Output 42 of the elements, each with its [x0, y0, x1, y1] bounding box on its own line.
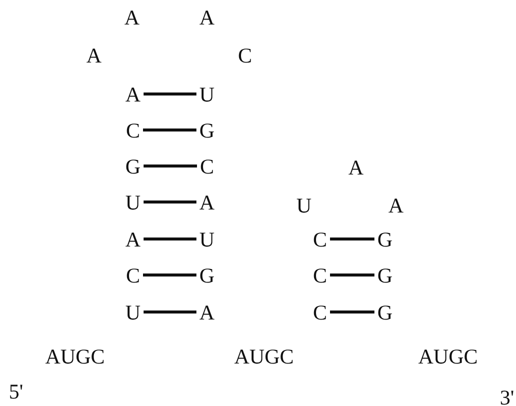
- sequence-label: A: [124, 8, 140, 28]
- base-pair-bond: [143, 274, 196, 276]
- sequence-label: AUGC: [45, 346, 105, 368]
- base-pair-bond: [144, 200, 196, 204]
- nucleotide-base: G: [196, 120, 218, 142]
- nucleotide-base: A: [122, 230, 144, 250]
- nucleotide-base: G: [374, 230, 396, 250]
- base-pair-bond: [143, 128, 196, 132]
- nucleotide-base: C: [123, 120, 143, 142]
- sequence-label: 5': [8, 382, 24, 402]
- nucleotide-base: C: [310, 302, 330, 324]
- sequence-label: U: [296, 196, 312, 216]
- nucleotide-base: A: [196, 192, 218, 214]
- nucleotide-base: G: [374, 302, 396, 324]
- nucleotide-base: C: [123, 266, 143, 286]
- nucleotide-base: U: [196, 84, 218, 106]
- nucleotide-base: U: [122, 192, 144, 214]
- base-pair-bond: [144, 238, 196, 240]
- sequence-label: A: [388, 196, 404, 216]
- nucleotide-base: U: [196, 230, 218, 250]
- sequence-label: AUGC: [418, 346, 478, 368]
- base-pair-bond: [144, 164, 197, 168]
- sequence-label: A: [348, 158, 364, 178]
- nucleotide-base: G: [196, 266, 218, 286]
- nucleotide-base: C: [310, 230, 330, 250]
- base-pair-bond: [144, 92, 196, 96]
- sequence-label: C: [238, 46, 252, 66]
- base-pair-bond: [330, 238, 374, 240]
- nucleotide-base: G: [374, 266, 396, 286]
- nucleotide-base: U: [122, 302, 144, 324]
- sequence-label: A: [199, 8, 215, 28]
- sequence-label: 3': [500, 388, 514, 406]
- nucleotide-base: C: [197, 156, 217, 178]
- base-pair-bond: [330, 274, 374, 276]
- sequence-label: AUGC: [234, 346, 294, 368]
- nucleotide-base: A: [196, 302, 218, 324]
- sequence-label: A: [86, 46, 102, 66]
- nucleotide-base: C: [310, 266, 330, 286]
- nucleotide-base: G: [122, 156, 144, 178]
- base-pair-bond: [144, 310, 196, 314]
- nucleotide-base: A: [122, 84, 144, 106]
- base-pair-bond: [330, 310, 374, 314]
